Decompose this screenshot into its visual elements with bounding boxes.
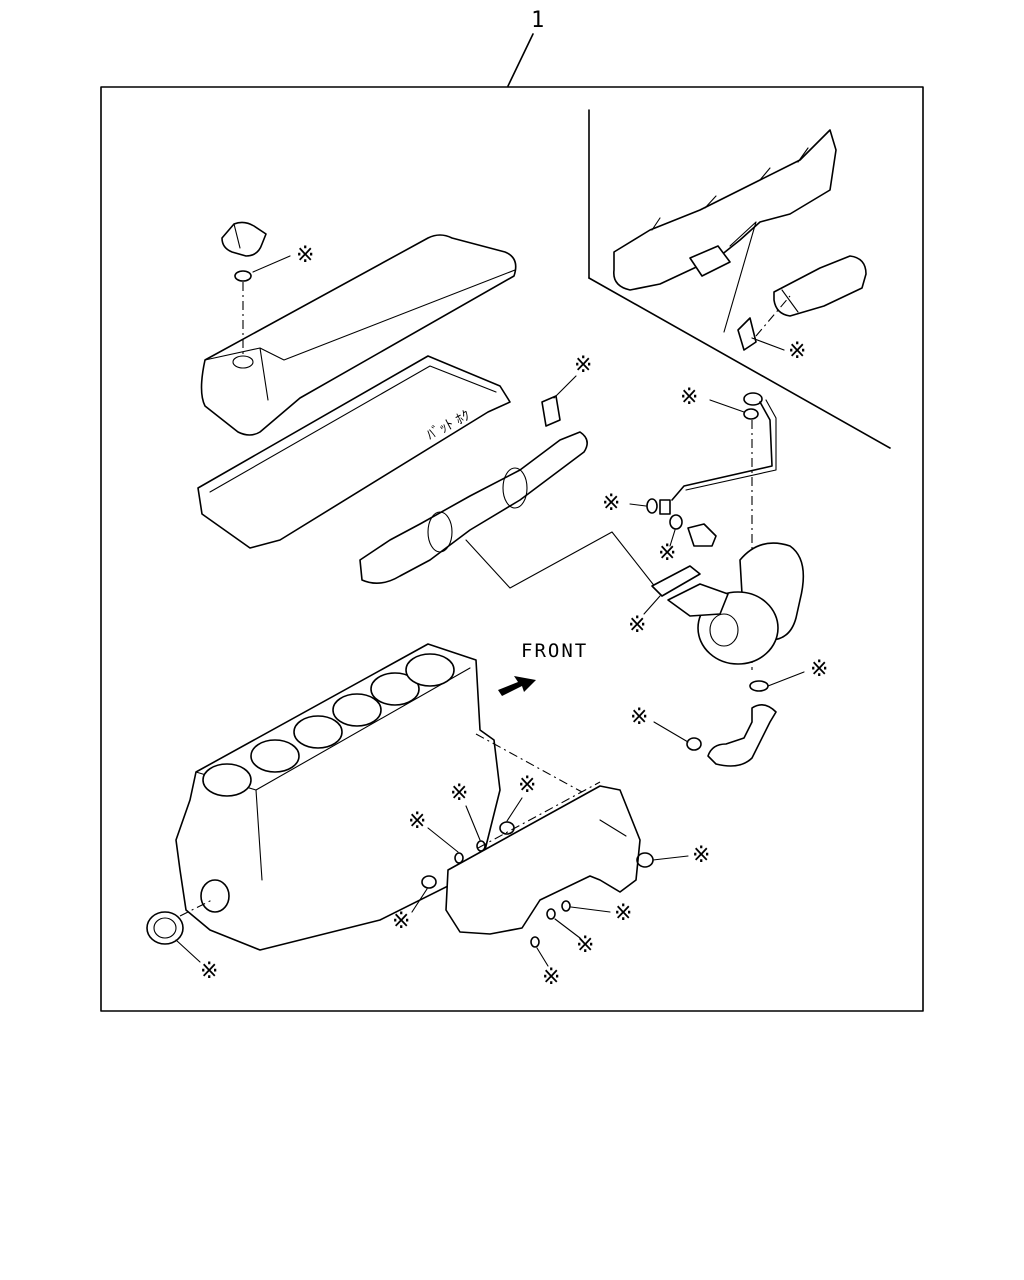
- banjo-bolt: [687, 523, 717, 547]
- crankshaft-oil-seal: [146, 911, 184, 945]
- svg-text:※: ※: [810, 657, 828, 682]
- cooler-o-ring-a: [499, 821, 515, 835]
- cooler-o-ring-f: [561, 900, 571, 912]
- cylinder-block: [175, 643, 501, 951]
- cooler-o-ring-c: [454, 852, 464, 864]
- rocker-cover: [200, 234, 517, 436]
- exhaust-subpanel-border: [588, 109, 891, 449]
- cooler-o-ring-h: [530, 936, 540, 948]
- svg-text:※: ※: [450, 781, 468, 806]
- exhaust-pipe-gasket: [737, 317, 757, 351]
- turbocharger: [667, 542, 805, 665]
- svg-text:※: ※: [576, 933, 594, 958]
- oil-return-o-ring-upper: [749, 680, 769, 692]
- svg-text:※: ※: [200, 959, 218, 984]
- oil-feed-o-ring: [743, 408, 759, 420]
- oil-return-o-ring-lower: [686, 737, 702, 751]
- svg-text:※: ※: [614, 901, 632, 926]
- svg-text:※: ※: [680, 385, 698, 410]
- svg-text:※: ※: [296, 243, 314, 268]
- oil-feed-washer-a: [646, 498, 658, 514]
- svg-text:※: ※: [602, 491, 620, 516]
- turbo-gasket: [651, 565, 701, 597]
- callout-leader: [507, 33, 534, 87]
- callout-number: 1: [531, 8, 544, 33]
- intake-manifold: [359, 431, 588, 584]
- cooler-o-ring-e: [636, 852, 654, 868]
- exhaust-pipe: [773, 255, 867, 317]
- oil-feed-pipe: [671, 392, 777, 501]
- oil-cooler-cover: [445, 785, 641, 935]
- svg-text:※: ※: [692, 843, 710, 868]
- filler-cap-o-ring: [234, 270, 252, 282]
- intake-bracket-gasket: [541, 395, 561, 427]
- oil-filler-cap: [221, 221, 267, 257]
- svg-text:※: ※: [408, 809, 426, 834]
- exhaust-manifold-gasket: [689, 245, 731, 277]
- exhaust-manifold: [613, 129, 837, 291]
- svg-text:※: ※: [392, 909, 410, 934]
- svg-text:※: ※: [788, 339, 806, 364]
- oil-return-pipe: [707, 704, 777, 767]
- rocker-cover-gasket: ﾊﾞｯﾄ ﾎｸ: [197, 355, 511, 549]
- svg-text:※: ※: [658, 541, 676, 566]
- cooler-o-ring-g: [546, 908, 556, 920]
- svg-text:※: ※: [542, 965, 560, 990]
- oil-feed-fitting: [659, 499, 671, 515]
- svg-text:※: ※: [630, 705, 648, 730]
- cooler-o-ring-d: [421, 875, 437, 889]
- svg-text:※: ※: [628, 613, 646, 638]
- front-direction-arrow: [498, 676, 536, 696]
- kit-part-markers: ※ ※ ※ ※ ※ ※ ※ ※ ※ ※ ※ ※ ※ ※ ※ ※ ※: [175, 243, 828, 990]
- oil-feed-washer-b: [669, 514, 683, 530]
- front-direction-label: FRONT: [521, 640, 588, 662]
- svg-text:※: ※: [574, 353, 592, 378]
- svg-text:※: ※: [518, 773, 536, 798]
- kit-frame: [100, 86, 924, 1012]
- cooler-o-ring-b: [476, 840, 486, 852]
